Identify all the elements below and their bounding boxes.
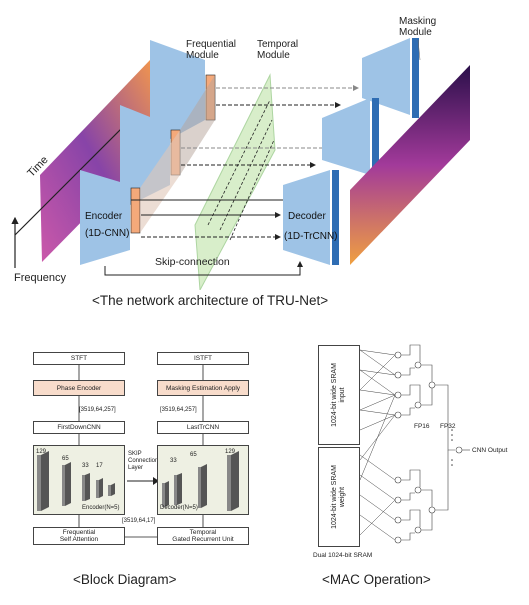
temporal-module-label: Temporal Module	[257, 39, 299, 61]
decoder-block-2	[322, 98, 370, 175]
frequency-label: Frequency	[14, 272, 66, 284]
encoder-sub-label: (1D-CNN)	[85, 228, 130, 239]
projection-plane-1	[140, 130, 180, 233]
enc-num-33: 33	[82, 463, 89, 469]
cnn-output-label: CNN Output	[472, 447, 508, 454]
masking-estimation-box: Masking Estimation Apply	[157, 380, 249, 396]
temporal-gru-box: Temporal Gated Recurrent Unit	[157, 527, 249, 545]
temporal-line-2	[219, 119, 273, 231]
block-diagram-caption: <Block Diagram>	[73, 572, 177, 587]
skip-arrow	[127, 477, 159, 485]
dec-num-129: 129	[225, 449, 236, 455]
skip-connection-label: Skip-connection	[155, 256, 230, 268]
enc-num-65: 65	[62, 456, 69, 462]
mac-array	[360, 344, 470, 544]
enc-num-129: 129	[36, 449, 47, 455]
encoder-n-label: Encoder(N=5)	[82, 505, 120, 511]
istft-box: ISTFT	[157, 352, 249, 365]
frequential-module-label: Frequential Module	[186, 39, 237, 61]
masking-pointer	[417, 39, 421, 61]
last-tr-cnn-box: LastTrCNN	[157, 421, 249, 434]
decoder-layers	[162, 451, 239, 511]
decoder-sub-label: (1D-TrCNN)	[284, 231, 338, 242]
top-caption: <The network architecture of TRU-Net>	[92, 293, 329, 308]
enc-num-17: 17	[96, 463, 103, 469]
masking-module-label: Masking Module	[399, 16, 437, 38]
mask-bar-3	[412, 38, 419, 118]
decoder-block-1	[283, 170, 330, 265]
encoder-block-1	[80, 170, 130, 265]
encoder-label: Encoder	[85, 211, 123, 222]
decoder-n-label: Decoder(N=5)	[160, 505, 198, 511]
mac-caption: <MAC Operation>	[322, 572, 431, 587]
mask-bar-1	[332, 170, 339, 265]
decoder-label: Decoder	[288, 211, 326, 222]
shape-1: [3519,64,257]	[79, 407, 116, 413]
decoder-block-3	[362, 38, 410, 115]
time-axis	[14, 117, 133, 236]
dec-num-33: 33	[170, 458, 177, 464]
tru-net-diagram	[11, 38, 470, 290]
shape-2: [3519,64,257]	[160, 407, 197, 413]
dual-sram-label: Dual 1024-bit SRAM	[313, 552, 373, 559]
sram-weight-box: 1024-bit wide SRAM weight	[318, 447, 360, 547]
stft-box: STFT	[33, 352, 125, 365]
sram-input-box: 1024-bit wide SRAM input	[318, 345, 360, 445]
sram-weight-label: 1024-bit wide SRAM weight	[331, 465, 346, 529]
frequential-attention-box: Frequential Self Attention	[33, 527, 125, 545]
first-down-cnn-box: FirstDownCNN	[33, 421, 125, 434]
sram-input-label: 1024-bit wide SRAM input	[331, 363, 346, 427]
temporal-line-1	[207, 99, 271, 226]
skip-connection-line	[104, 261, 303, 276]
shape-3: [3519,64,17]	[122, 518, 156, 524]
temporal-line-3	[229, 139, 275, 241]
phase-encoder-box: Phase Encoder	[33, 380, 125, 396]
temporal-module	[194, 73, 276, 290]
block-diagram-arrows	[78, 365, 204, 538]
projection-plane-2	[180, 75, 215, 175]
encoder-layers	[37, 451, 115, 511]
mask-bar-2	[372, 98, 379, 178]
fp16-label: FP16	[414, 423, 430, 430]
freq-bar-1	[130, 187, 141, 234]
dec-num-65: 65	[190, 452, 197, 458]
fp32-label: FP32	[440, 423, 456, 430]
output-spectrogram	[350, 65, 470, 265]
skip-connection-layer-label: SKIP Connection Layer	[128, 451, 159, 471]
